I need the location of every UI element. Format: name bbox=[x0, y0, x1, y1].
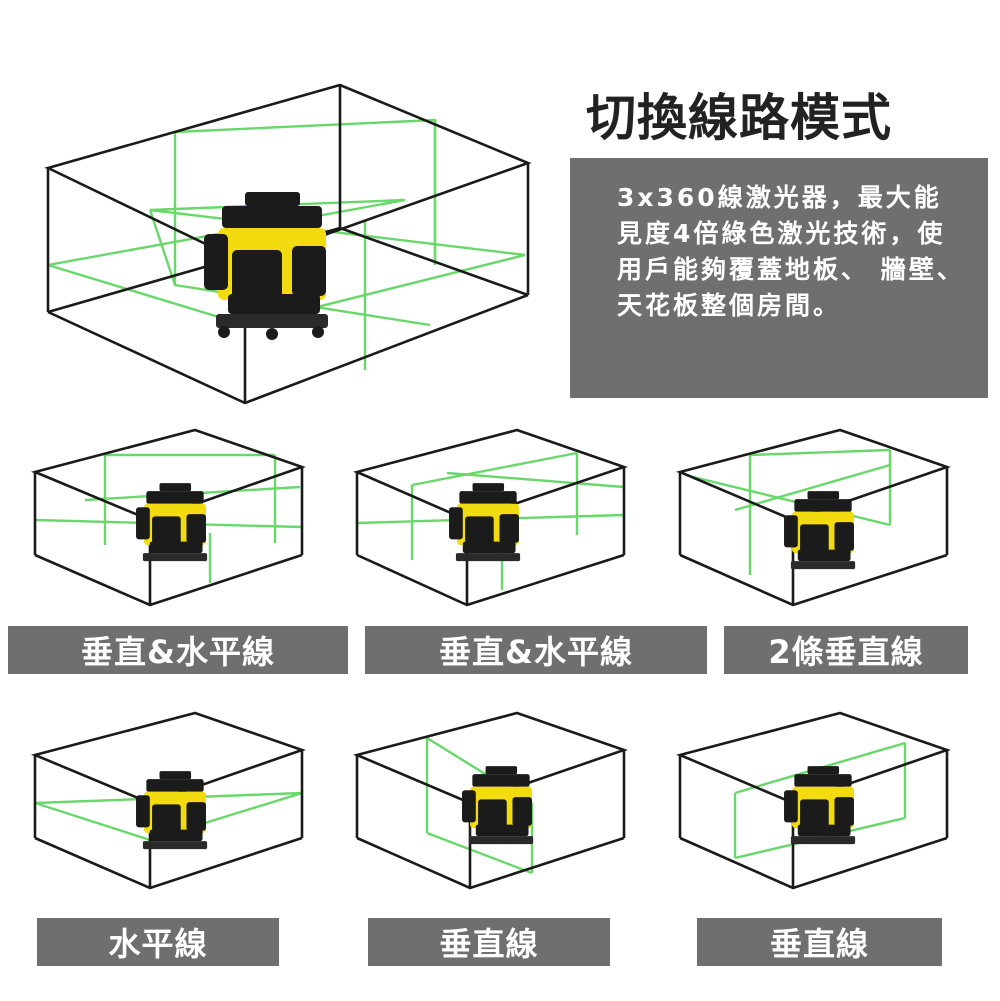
description-panel: 3x360線激光器，最大能見度4倍綠色激光技術，使用戶能夠覆蓋地板、 牆壁、 天… bbox=[570, 158, 988, 398]
laser-level-device-icon bbox=[449, 483, 521, 562]
mode-illustration-3 bbox=[675, 428, 951, 607]
mode-label-2: 垂直&水平線 bbox=[365, 626, 707, 674]
mode-label-1: 垂直&水平線 bbox=[8, 626, 348, 674]
mode-illustration-6 bbox=[675, 711, 951, 890]
mode-label-4: 水平線 bbox=[37, 918, 279, 966]
mode-illustration-5 bbox=[352, 711, 628, 890]
mode-label-6: 垂直線 bbox=[697, 918, 942, 966]
laser-level-device-icon bbox=[462, 766, 534, 845]
page-title: 切換線路模式 bbox=[586, 89, 892, 147]
description-text: 3x360線激光器，最大能見度4倍綠色激光技術，使用戶能夠覆蓋地板、 牆壁、 天… bbox=[617, 183, 965, 320]
mode-label-3: 2條垂直線 bbox=[724, 626, 968, 674]
laser-level-device-icon bbox=[136, 771, 208, 850]
laser-level-device-icon bbox=[784, 766, 856, 845]
laser-level-device-icon bbox=[784, 491, 856, 570]
laser-level-device-icon bbox=[136, 483, 208, 562]
mode-label-5: 垂直線 bbox=[368, 918, 610, 966]
laser-level-device-icon bbox=[204, 192, 328, 340]
